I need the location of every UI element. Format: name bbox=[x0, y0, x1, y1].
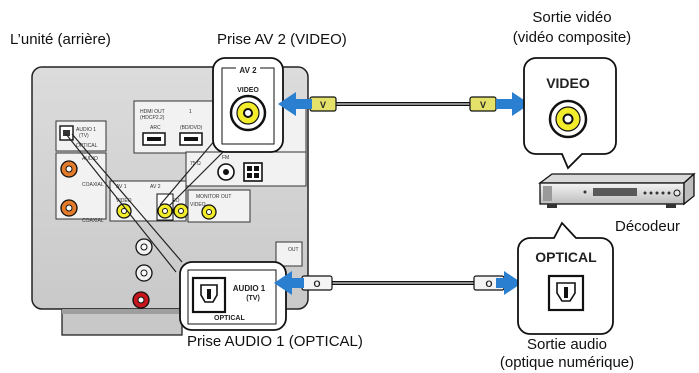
svg-text:V: V bbox=[480, 100, 486, 110]
fm-label: FM bbox=[222, 155, 229, 161]
av2-jack-label: Prise AV 2 (VIDEO) bbox=[217, 31, 347, 48]
optical-cable-plug-left: O bbox=[301, 275, 333, 291]
video-cable-plug-left: V bbox=[309, 96, 337, 112]
svg-text:V: V bbox=[320, 100, 326, 110]
arrow-right-optical bbox=[496, 271, 522, 295]
video-output-title-line1: Sortie vidéo bbox=[532, 9, 612, 26]
optical-output-bubble: OPTICAL bbox=[517, 221, 614, 335]
bd-dvd-label: (BD/DVD) bbox=[180, 125, 203, 131]
optical-output-label: OPTICAL bbox=[535, 249, 597, 265]
optical-small-label: OPTICAL bbox=[76, 143, 98, 149]
svg-text:O: O bbox=[313, 279, 320, 289]
audio-output-title-line1: Sortie audio bbox=[526, 336, 608, 353]
av1-small-label: AV 1 bbox=[116, 184, 127, 190]
video-output-title-line2: (vidéo composite) bbox=[512, 29, 632, 46]
video-cable-plug-right: V bbox=[469, 96, 497, 112]
video-output-label: VIDEO bbox=[546, 75, 590, 91]
video-small-label-c: VIDEO bbox=[190, 202, 206, 208]
arc-label: ARC bbox=[150, 125, 161, 131]
audio-output-title-line2: (optique numérique) bbox=[499, 354, 635, 371]
av2-small-label: AV 2 bbox=[150, 184, 161, 190]
video-cable: V V bbox=[278, 92, 530, 116]
arrow-left-video bbox=[278, 92, 312, 116]
av2-zoom-title: AV 2 bbox=[239, 66, 257, 75]
coaxial-label-1: COAXIAL bbox=[82, 182, 104, 188]
audio1-zoom-optical-label: OPTICAL bbox=[214, 315, 245, 322]
audio-small-label: AUDIO bbox=[82, 156, 98, 162]
zoom-leader-lines bbox=[65, 133, 225, 273]
audio1-small-label: AUDIO 1 bbox=[76, 127, 96, 133]
decoder-device bbox=[538, 172, 696, 208]
av2-zoom-video-label: VIDEO bbox=[237, 87, 259, 94]
unit-rear-label: L’unité (arrière) bbox=[10, 31, 111, 48]
monitor-out-label: MONITOR OUT bbox=[196, 194, 231, 200]
hdmi-out-label: HDMI OUT bbox=[140, 109, 165, 115]
monitor-out-block bbox=[187, 189, 251, 223]
video-output-bubble: VIDEO bbox=[523, 57, 617, 170]
decoder-label: Décodeur bbox=[615, 218, 681, 235]
hdmi-1-label: 1 bbox=[189, 109, 192, 115]
audio1-jack-label: Prise AUDIO 1 (OPTICAL) bbox=[187, 333, 363, 350]
out-label: OUT bbox=[288, 247, 299, 253]
coaxial-label-2: COAXIAL bbox=[82, 218, 104, 224]
arrow-right-video bbox=[496, 92, 530, 116]
audio1-zoom-title: AUDIO 1 bbox=[233, 284, 266, 293]
tv-small-label: (TV) bbox=[79, 133, 89, 139]
av2-zoom-box: AV 2 VIDEO bbox=[212, 57, 284, 153]
svg-text:O: O bbox=[485, 279, 492, 289]
optical-cable: O O bbox=[274, 271, 522, 295]
video-small-label-a: VIDEO bbox=[116, 198, 132, 204]
audio1-zoom-tv: (TV) bbox=[246, 295, 260, 302]
hdmi-sub-label: (HDCP2.2) bbox=[140, 115, 165, 121]
audio1-zoom-box: AUDIO 1 (TV) OPTICAL bbox=[179, 261, 287, 331]
arrow-left-optical bbox=[274, 271, 304, 295]
